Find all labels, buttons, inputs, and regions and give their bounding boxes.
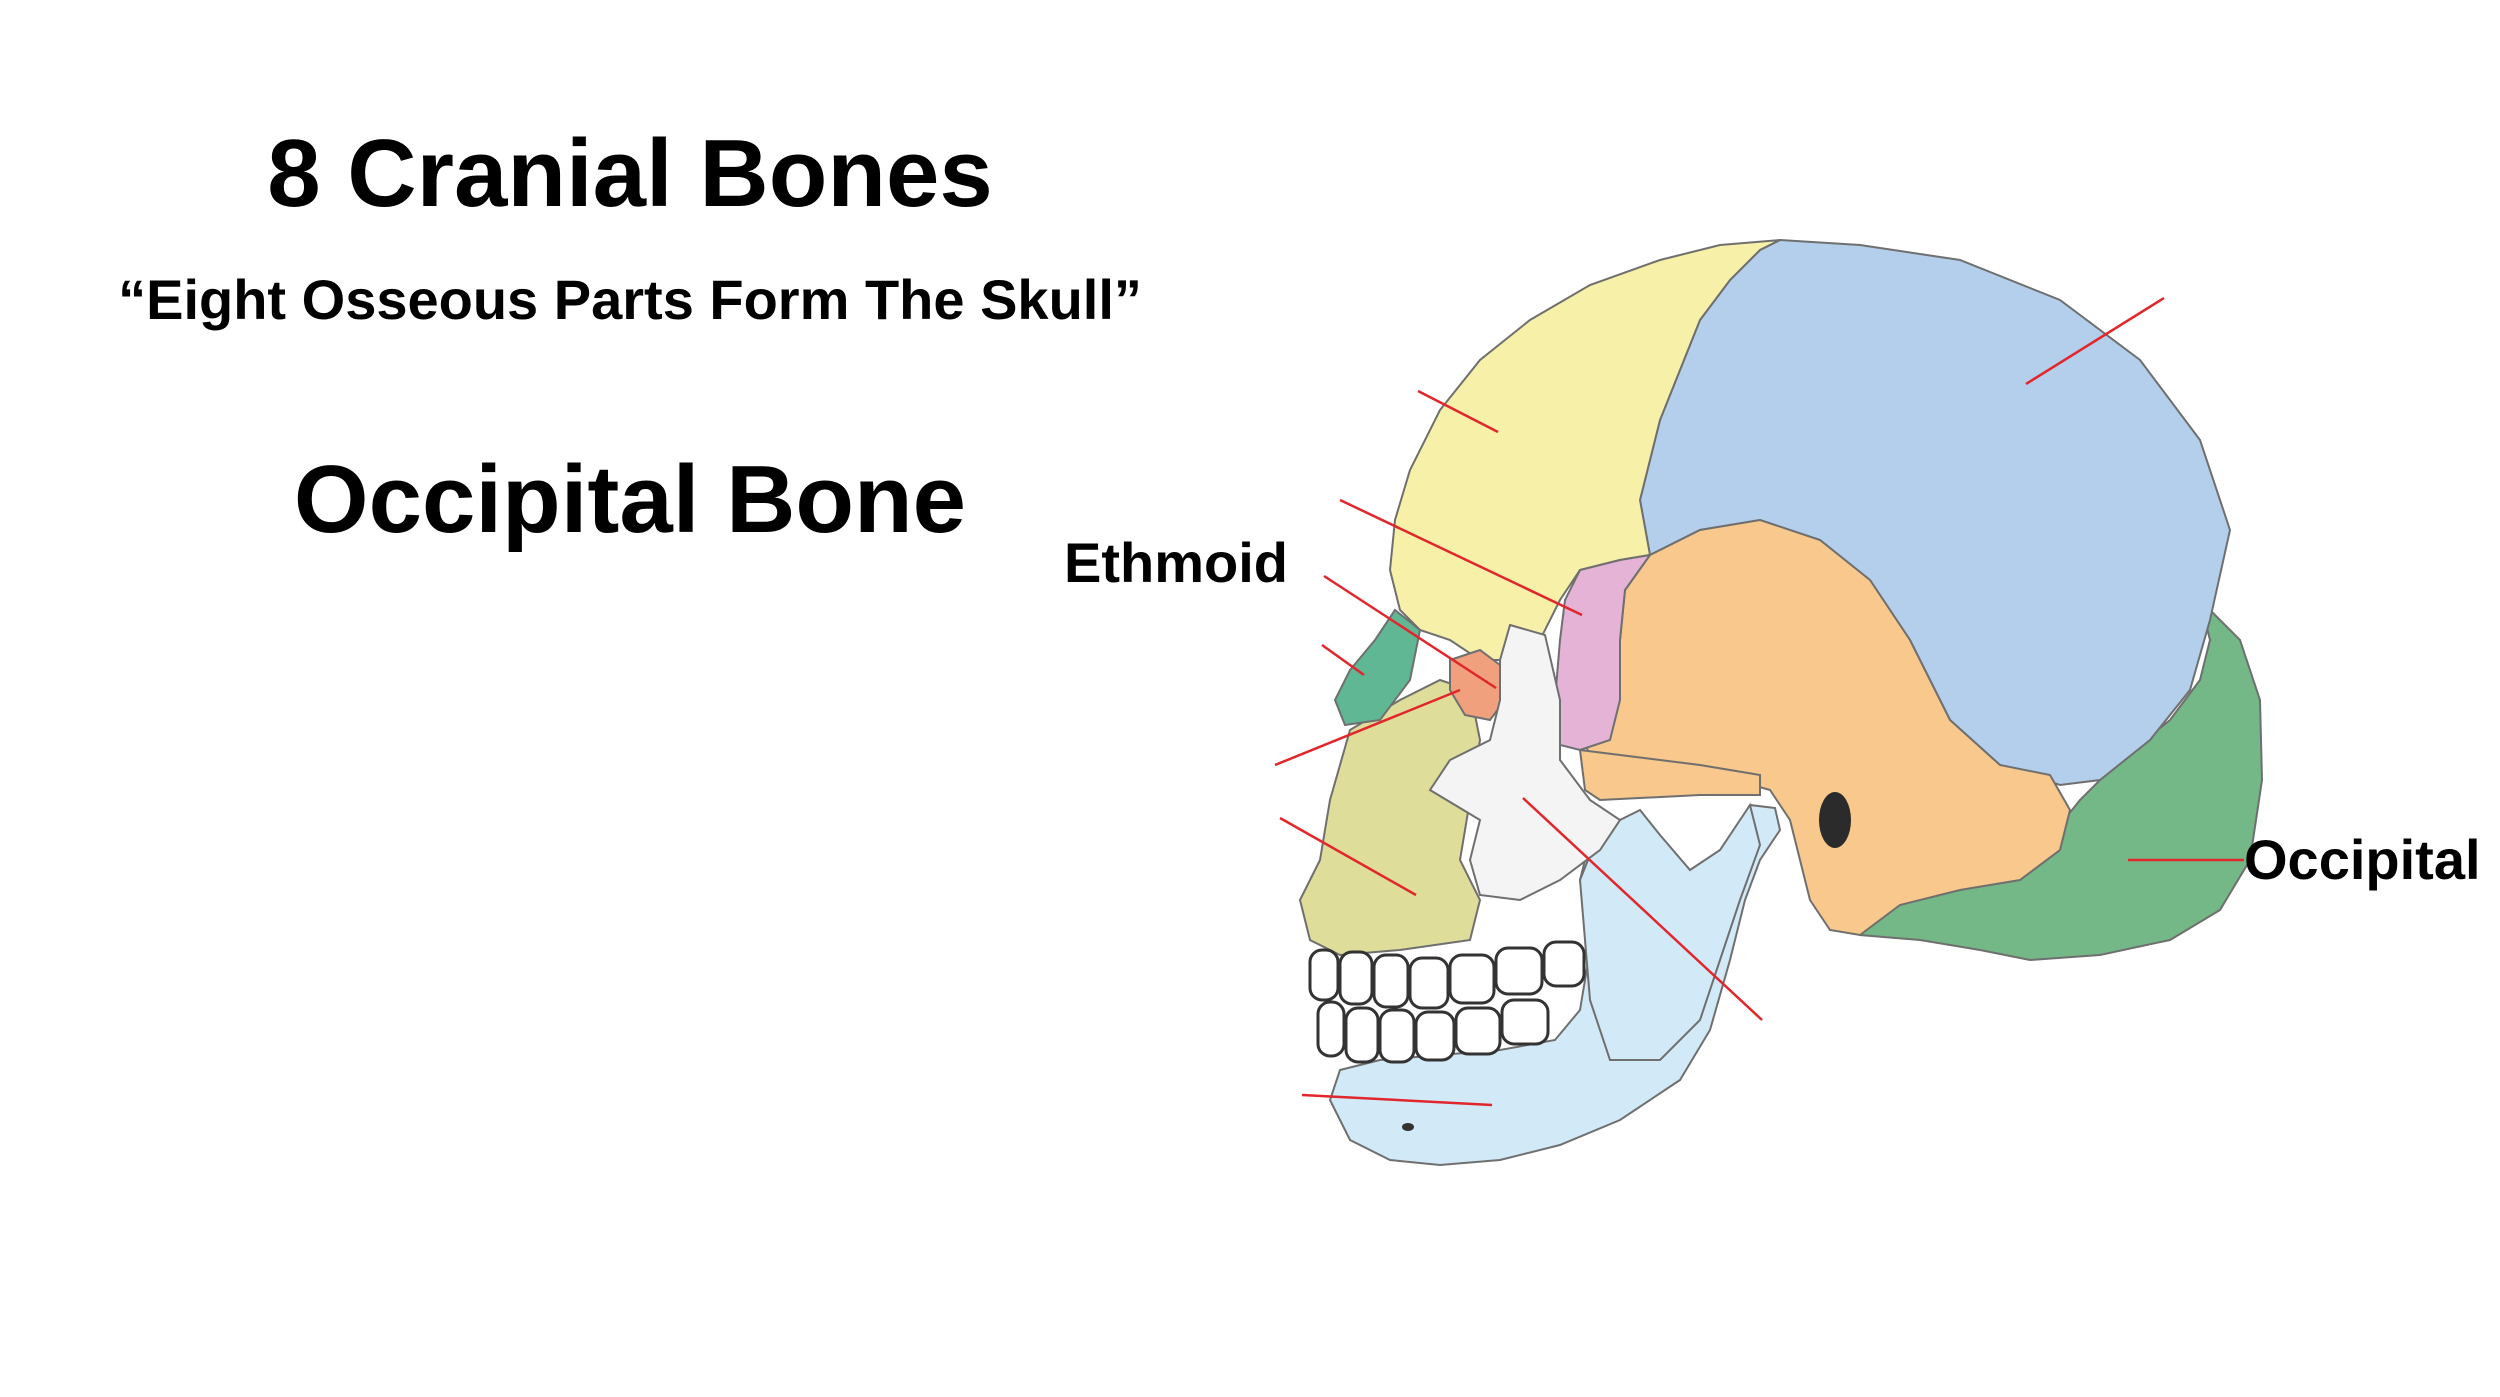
leader-line-sphenoid <box>1339 498 1583 617</box>
sphenoid-bone <box>1553 553 1653 752</box>
leader-line-mandible <box>1301 1093 1493 1107</box>
leader-lines <box>1274 296 2244 1107</box>
lower-teeth <box>1316 998 1550 1064</box>
leader-line-ethmoid <box>1323 574 1497 690</box>
occipital-label: Occipital <box>2244 828 2481 891</box>
leader-line-lacrimal <box>1274 688 1461 767</box>
leader-line-zygomatic <box>1522 797 1763 1021</box>
ear-canal <box>1819 792 1851 848</box>
leader-line-nasal <box>1321 643 1365 677</box>
nasal-bone <box>1333 608 1422 727</box>
leader-line-maxilla <box>1279 816 1417 897</box>
leader-line-frontal <box>1417 389 1499 434</box>
current-bone-heading: Occipital Bone <box>293 446 967 553</box>
maxilla-bone <box>1298 678 1482 957</box>
ethmoid-label: Ethmoid <box>1064 531 1288 594</box>
leader-line-parietal <box>2025 296 2165 386</box>
mandible-ramus <box>1578 802 1762 1061</box>
zygomatic-arch <box>1578 748 1761 802</box>
upper-teeth <box>1308 940 1586 1010</box>
slide-subtitle: “Eight Osseous Parts Form The Skull” <box>118 268 1142 331</box>
zygomatic-bone <box>1428 623 1622 902</box>
mental-foramen <box>1402 1123 1414 1131</box>
slide-title: 8 Cranial Bones <box>267 120 993 227</box>
